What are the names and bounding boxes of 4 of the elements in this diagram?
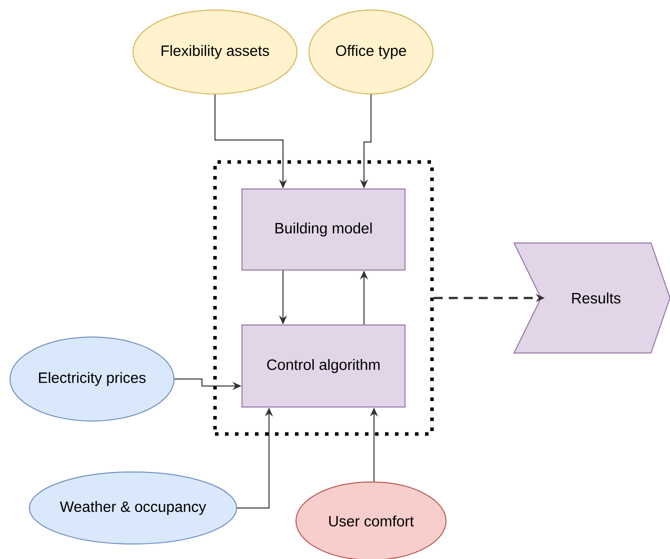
process-box: Building model bbox=[242, 188, 406, 270]
process-box: Control algorithm bbox=[242, 324, 406, 408]
dotted-boundary bbox=[213, 160, 434, 436]
output-chevron: Results bbox=[513, 242, 670, 354]
